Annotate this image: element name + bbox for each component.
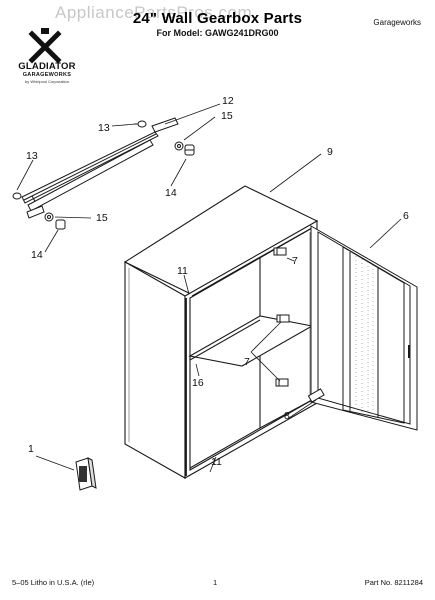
page-title: 24" Wall Gearbox Parts xyxy=(132,10,303,27)
callout-12: 12 xyxy=(222,95,234,107)
callout-8: 8 xyxy=(284,410,290,422)
watermark-text: AppliancePartsPros.com xyxy=(55,3,253,22)
callout-7-upper: 7 xyxy=(292,255,298,267)
footer-litho: 5–05 Litho in U.S.A. (rle) xyxy=(12,578,95,587)
callout-16: 16 xyxy=(192,377,204,389)
callout-15-left: 15 xyxy=(96,212,108,224)
bumper-part xyxy=(75,457,97,491)
cabinet-door xyxy=(310,225,418,431)
callout-14-left: 14 xyxy=(31,249,43,261)
nut-top-14 xyxy=(184,144,195,156)
logo-subtitle: GARAGEWORKS xyxy=(22,72,72,78)
callout-15-top: 15 xyxy=(221,110,233,122)
hinge-lower xyxy=(275,378,289,387)
logo-wordmark: GLADIATOR xyxy=(18,61,76,72)
callout-11-upper: 11 xyxy=(177,265,188,277)
nut-left-14 xyxy=(55,219,66,230)
leader-lines xyxy=(16,103,402,473)
gladiator-x-icon xyxy=(28,28,62,64)
callout-11-lower: 11 xyxy=(211,456,222,468)
footer-part-number: Part No. 8211284 xyxy=(364,578,423,587)
cabinet-body xyxy=(123,185,319,479)
washer-left-15 xyxy=(44,212,54,222)
logo-tagline: by Whirlpool Corporation xyxy=(24,79,70,84)
washer-top-15 xyxy=(174,141,184,151)
screw-left-13 xyxy=(12,192,22,200)
wall-rail-bottom xyxy=(26,139,154,219)
callout-13-left: 13 xyxy=(26,150,38,162)
brand-right: Garageworks xyxy=(373,18,421,27)
callout-1: 1 xyxy=(28,443,34,455)
callout-9: 9 xyxy=(327,146,333,158)
hinge-mid xyxy=(276,314,290,323)
door-latch xyxy=(307,388,325,403)
callout-14-top: 14 xyxy=(165,187,177,199)
callout-7-lower: 7 xyxy=(244,356,250,368)
hinge-upper xyxy=(273,247,287,256)
model-line: For Model: GAWG241DRG00 xyxy=(156,28,279,38)
footer-page-number: 1 xyxy=(213,578,218,587)
callout-6: 6 xyxy=(403,210,409,222)
callout-13-top: 13 xyxy=(98,122,110,134)
wall-rail-top xyxy=(21,117,179,211)
